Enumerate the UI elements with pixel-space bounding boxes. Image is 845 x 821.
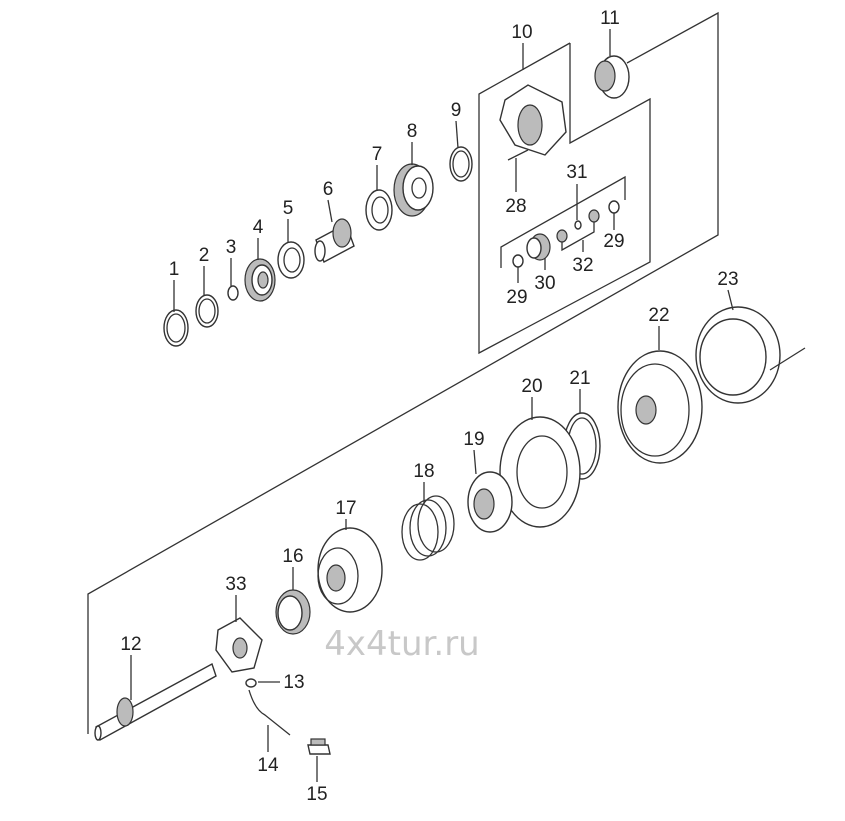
- part-9-snap-ring[interactable]: [449, 146, 473, 182]
- part-14-oil-tube[interactable]: [248, 689, 291, 736]
- watermark: 4x4tur.ru: [324, 624, 479, 664]
- callout-30[interactable]: 30: [534, 273, 555, 294]
- part-30-gear[interactable]: [526, 233, 551, 261]
- callout-12[interactable]: 12: [120, 634, 141, 655]
- part-18-spring[interactable]: [401, 495, 455, 561]
- callout-1[interactable]: 1: [169, 259, 180, 280]
- callout-32[interactable]: 32: [572, 255, 593, 276]
- callout-28[interactable]: 28: [505, 196, 526, 217]
- callout-11[interactable]: 11: [600, 8, 620, 29]
- callout-23[interactable]: 23: [717, 269, 738, 290]
- callout-33[interactable]: 33: [225, 574, 246, 595]
- part-13-o-ring[interactable]: [245, 678, 257, 688]
- part-31-ball[interactable]: [574, 220, 582, 230]
- part-33-oil-pump[interactable]: [215, 617, 263, 673]
- callout-29-left[interactable]: 29: [506, 287, 527, 308]
- callout-13[interactable]: 13: [283, 672, 304, 693]
- part-1-snap-ring[interactable]: [163, 309, 189, 347]
- callout-20[interactable]: 20: [521, 376, 542, 397]
- callout-29-right[interactable]: 29: [603, 231, 624, 252]
- callout-15[interactable]: 15: [306, 784, 327, 805]
- part-12-output-shaft[interactable]: [94, 662, 217, 742]
- callout-9[interactable]: 9: [451, 100, 462, 121]
- callout-3[interactable]: 3: [226, 237, 237, 258]
- part-3-washer[interactable]: [227, 285, 239, 301]
- part-32-roller-a[interactable]: [588, 209, 600, 223]
- part-20-plate[interactable]: [499, 416, 581, 528]
- callout-2[interactable]: 2: [199, 245, 210, 266]
- part-29-washer-a[interactable]: [608, 200, 620, 214]
- part-15-plug[interactable]: [307, 738, 331, 755]
- callout-8[interactable]: 8: [407, 121, 418, 142]
- callout-17[interactable]: 17: [335, 498, 356, 519]
- part-11-bearing[interactable]: [594, 55, 630, 99]
- part-2-snap-ring[interactable]: [195, 294, 219, 328]
- callout-31[interactable]: 31: [566, 162, 587, 183]
- part-16-gear[interactable]: [275, 589, 311, 635]
- part-6-shaft[interactable]: [314, 218, 355, 263]
- callout-5[interactable]: 5: [283, 198, 294, 219]
- callout-21[interactable]: 21: [569, 368, 590, 389]
- part-17-hub[interactable]: [317, 527, 383, 613]
- part-29-washer-b[interactable]: [512, 254, 524, 268]
- callout-labels: 1 2 3 4 5 6 7 8 9 10 11 28 31 29 32 29 3…: [120, 8, 738, 805]
- callout-22[interactable]: 22: [648, 305, 669, 326]
- part-7-synchro-ring[interactable]: [365, 189, 393, 231]
- callout-10[interactable]: 10: [511, 22, 532, 43]
- callout-14[interactable]: 14: [257, 755, 279, 776]
- part-32-roller-b[interactable]: [556, 229, 568, 243]
- callout-16[interactable]: 16: [282, 546, 303, 567]
- part-28-pin[interactable]: [507, 149, 529, 161]
- callout-19[interactable]: 19: [463, 429, 484, 450]
- callout-18[interactable]: 18: [413, 461, 434, 482]
- part-23-housing[interactable]: [695, 306, 806, 404]
- callout-7[interactable]: 7: [372, 144, 383, 165]
- leader-lines: [130, 29, 734, 782]
- part-19-bearing[interactable]: [467, 471, 513, 533]
- part-10-carrier[interactable]: [499, 84, 567, 156]
- callout-6[interactable]: 6: [323, 179, 334, 200]
- part-5-seal[interactable]: [277, 241, 305, 279]
- assembly-frames: [87, 11, 719, 734]
- callout-4[interactable]: 4: [253, 217, 264, 238]
- part-22-clutch-drum[interactable]: [617, 350, 703, 464]
- part-8-gear[interactable]: [393, 163, 434, 217]
- part-4-bearing[interactable]: [244, 258, 276, 302]
